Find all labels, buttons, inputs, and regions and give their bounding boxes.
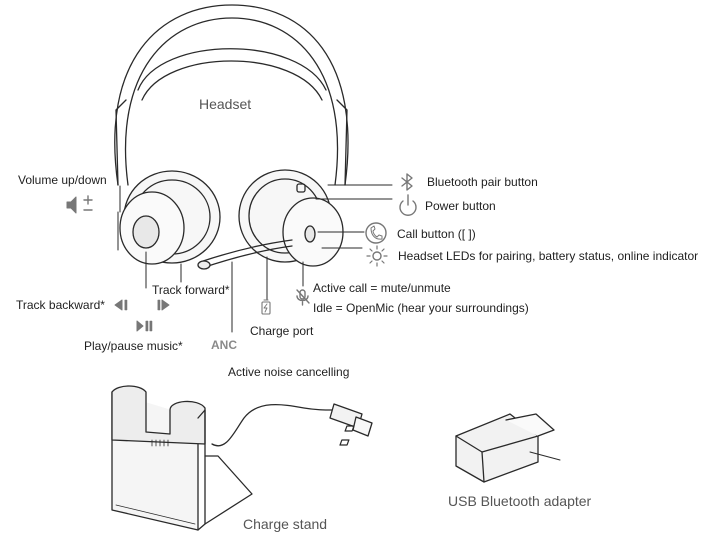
- plus-minus-icon: [83, 195, 93, 211]
- charge-port-label: Charge port: [250, 324, 314, 338]
- track-backward-icon: [114, 299, 128, 311]
- bluetooth-icon: [401, 173, 413, 191]
- play-pause-label: Play/pause music*: [84, 339, 183, 353]
- track-backward-label: Track backward*: [16, 298, 105, 312]
- mic-mute-icon: [296, 289, 310, 306]
- play-pause-icon: [136, 320, 153, 332]
- battery-icon: [261, 299, 271, 315]
- power-label: Power button: [425, 199, 496, 213]
- anc-label: ANC: [211, 338, 237, 352]
- speaker-icon: [66, 196, 77, 214]
- headband: [114, 4, 349, 186]
- bt-pair-label: Bluetooth pair button: [427, 175, 538, 189]
- anc-description: Active noise cancelling: [228, 365, 350, 379]
- power-icon: [399, 194, 417, 216]
- call-button-label: Call button ([ ]): [397, 227, 476, 241]
- callout-lines: [117, 184, 393, 333]
- usb-dongle-drawing: [339, 413, 561, 483]
- volume-label: Volume up/down: [18, 173, 107, 187]
- headset-label: Headset: [199, 96, 252, 112]
- left-earcup: [119, 170, 221, 265]
- track-forward-label: Track forward*: [152, 283, 230, 297]
- charge-stand-label: Charge stand: [243, 516, 328, 532]
- active-call-label: Active call = mute/unmute: [313, 281, 451, 295]
- track-forward-icon: [157, 299, 170, 311]
- usb-adapter-label: USB Bluetooth adapter: [448, 493, 592, 509]
- charge-stand-drawing: [111, 385, 373, 531]
- boom-mic: [197, 239, 293, 270]
- leds-label: Headset LEDs for pairing, battery status…: [398, 249, 699, 263]
- right-earcup: [238, 169, 344, 267]
- idle-label: Idle = OpenMic (hear your surroundings): [313, 301, 529, 315]
- led-icon: [366, 245, 388, 267]
- phone-icon: [365, 222, 387, 244]
